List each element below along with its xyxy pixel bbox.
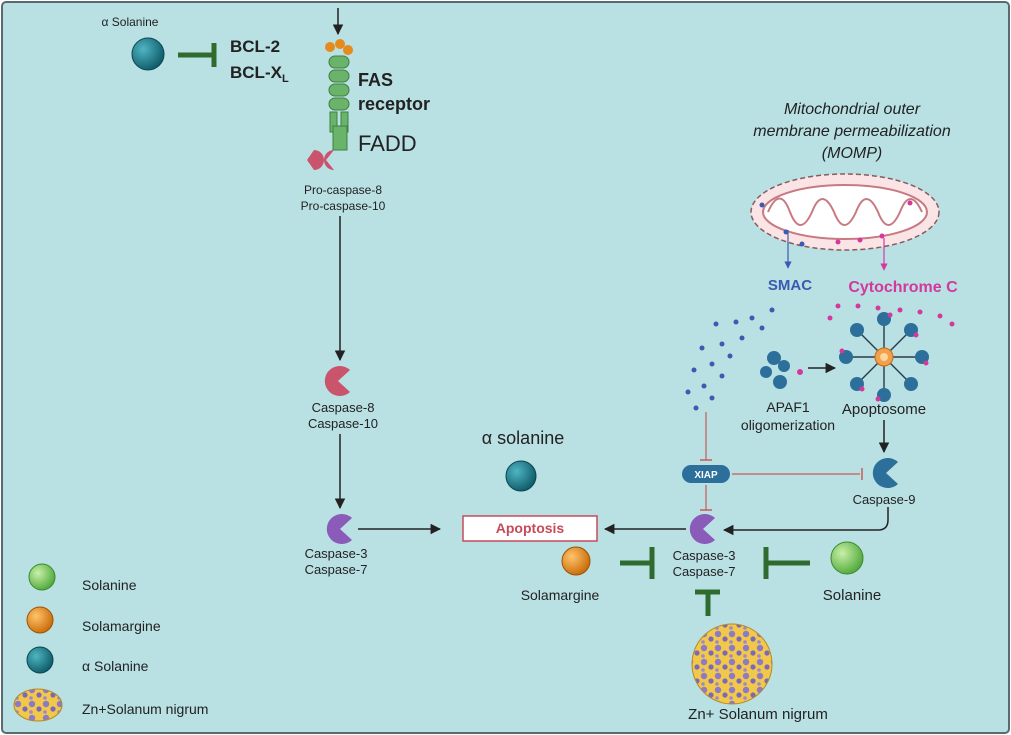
fas-receptor-label-line2: receptor: [358, 94, 430, 114]
right-caspase-3-icon: [689, 514, 715, 544]
right-caspase-7-label: Caspase-7: [673, 564, 736, 579]
xiap-pill-icon: [682, 465, 730, 483]
apoptosis-box: [462, 515, 598, 542]
caspase-8-icon: [324, 366, 350, 397]
legend-item-label: α Solanine: [82, 658, 149, 674]
cytochrome-particles: [827, 303, 955, 327]
caspase9-to-caspase3-arrow: [722, 507, 889, 536]
smac-label: SMAC: [768, 277, 812, 294]
xiap-label: XIAP: [694, 470, 718, 481]
smac-particles: [685, 307, 775, 411]
apoptosome-label: Apoptosome: [842, 401, 926, 418]
bclxl-label-subscript: L: [282, 73, 289, 85]
fas-receptor-icon: [328, 55, 350, 133]
momp-title-line1: Mitochondrial outer: [784, 101, 921, 118]
alpha-solanine-top-label: α Solanine: [102, 15, 159, 29]
left-caspase-3-label: Caspase-3: [305, 546, 368, 561]
apaf1-label-line2: oligomerization: [741, 417, 835, 433]
bclxl-label: BCL-XL: [230, 63, 289, 85]
solamargine-sphere-icon: [561, 546, 591, 576]
legend: Solanine Solamargine α Solanine Zn+Solan…: [13, 563, 208, 722]
fas-ligand-icon: [325, 39, 353, 55]
alpha-solanine-bcl-inhibition: α Solanine BCL-2 BCL-XL: [102, 15, 289, 85]
legend-zn-solanum-nigrum-particle-icon: [13, 688, 63, 722]
left-caspase-7-label: Caspase-7: [305, 562, 368, 577]
right-caspase-3-label: Caspase-3: [673, 548, 736, 563]
fadd-label: FADD: [358, 131, 417, 156]
zn-nigrum-label: Zn+ Solanum nigrum: [688, 706, 828, 723]
apaf1-monomers-icon: [760, 351, 803, 389]
procaspase-8-icon: [324, 150, 334, 170]
fas-receptor-label-line1: FAS: [358, 70, 393, 90]
bclxl-label-main: BCL-X: [230, 63, 283, 82]
legend-item-label: Solanine: [82, 577, 137, 593]
mitochondria-momp: Mitochondrial outer membrane permeabiliz…: [682, 101, 958, 536]
center-apoptosis: α solanine Apoptosis Caspase-3 Caspase-7…: [462, 428, 881, 723]
alpha-solanine-center-title: α solanine: [482, 428, 564, 448]
legend-alpha-solanine-sphere-icon: [26, 646, 54, 674]
momp-title-line2: membrane permeabilization: [753, 123, 951, 140]
procaspase-8-label: Pro-caspase-8: [304, 183, 382, 197]
caspase-9-icon: [872, 458, 898, 489]
procaspase-10-icon: [307, 150, 324, 170]
caspase-10-label: Caspase-10: [308, 416, 378, 431]
alpha-solanine-center-sphere-icon: [505, 460, 537, 492]
left-caspase-3-icon: [326, 514, 352, 544]
alpha-solanine-sphere-icon: [131, 37, 165, 71]
legend-item-label: Solamargine: [82, 618, 161, 634]
bcl2-label: BCL-2: [230, 37, 280, 56]
solanine-sphere-icon: [830, 541, 864, 575]
solamargine-label: Solamargine: [521, 587, 600, 603]
mitochondrion-icon: [750, 173, 940, 251]
caspase-9-label: Caspase-9: [853, 492, 916, 507]
caspase-8-label: Caspase-8: [312, 400, 375, 415]
apaf1-label-line1: APAF1: [766, 399, 810, 415]
legend-item-label: Zn+Solanum nigrum: [82, 701, 208, 717]
legend-solamargine-sphere-icon: [26, 606, 54, 634]
cytochrome-c-label: Cytochrome C: [848, 279, 958, 296]
zn-solanum-nigrum-particle-icon: [691, 623, 773, 705]
solanine-label: Solanine: [823, 587, 881, 604]
fadd-icon: [332, 125, 348, 151]
apoptosome-icon: [839, 312, 929, 402]
legend-solanine-sphere-icon: [28, 563, 56, 591]
fas-receptor-pathway: FAS receptor FADD Pro-caspase-8 Pro-casp…: [301, 8, 442, 577]
procaspase-10-label: Pro-caspase-10: [301, 199, 386, 213]
apoptosis-label: Apoptosis: [496, 520, 565, 536]
momp-title-line3: (MOMP): [822, 145, 882, 162]
